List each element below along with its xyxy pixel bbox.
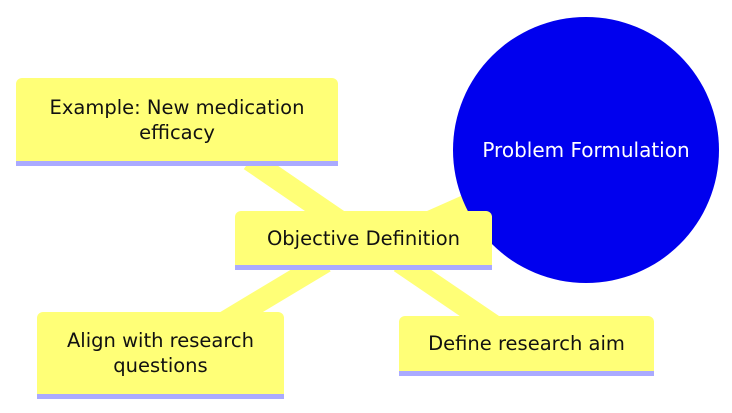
root-node-problem-formulation[interactable]: Problem Formulation [453, 17, 719, 283]
node-objective-definition[interactable]: Objective Definition [235, 211, 492, 270]
node-objective-label: Objective Definition [266, 226, 461, 250]
node-align-label: Align with research questions [66, 329, 255, 377]
node-example[interactable]: Example: New medication efficacy [16, 78, 338, 166]
node-aim-label: Define research aim [428, 332, 625, 355]
node-example-label: Example: New medication efficacy [49, 95, 305, 144]
root-node-label: Problem Formulation [482, 138, 690, 162]
node-define-aim[interactable]: Define research aim [399, 316, 654, 376]
node-align[interactable]: Align with research questions [37, 312, 284, 399]
